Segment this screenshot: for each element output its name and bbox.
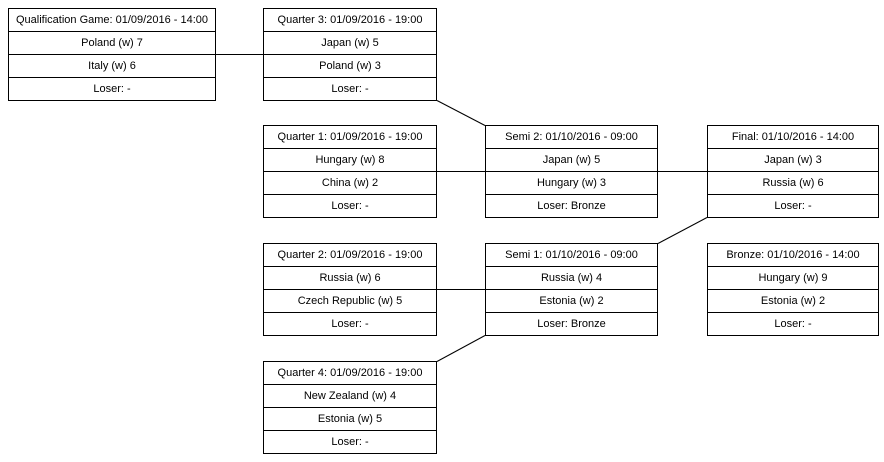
match-quarter-3: Quarter 3: 01/09/2016 - 19:00 Japan (w) … (263, 8, 437, 101)
loser-row: Loser: - (331, 200, 369, 212)
match-title: Qualification Game: 01/09/2016 - 14:00 (9, 9, 215, 32)
match-semi-1: Semi 1: 01/10/2016 - 09:00 Russia (w) 4 … (485, 243, 658, 336)
loser-row: Loser: - (774, 318, 812, 330)
team1-row: Russia (w) 6 (264, 267, 436, 290)
match-quarter-1: Quarter 1: 01/09/2016 - 19:00 Hungary (w… (263, 125, 437, 218)
loser-row: Loser: - (331, 83, 369, 95)
match-title: Semi 2: 01/10/2016 - 09:00 (486, 126, 657, 149)
match-title: Quarter 2: 01/09/2016 - 19:00 (264, 244, 436, 267)
loser-row: Loser: Bronze (537, 318, 606, 330)
loser-row: Loser: - (331, 436, 369, 448)
match-title: Semi 1: 01/10/2016 - 09:00 (486, 244, 657, 267)
match-quarter-4: Quarter 4: 01/09/2016 - 19:00 New Zealan… (263, 361, 437, 454)
match-title: Quarter 4: 01/09/2016 - 19:00 (264, 362, 436, 385)
match-final: Final: 01/10/2016 - 14:00 Japan (w) 3 Ru… (707, 125, 879, 218)
team2-row: Poland (w) 3 (264, 55, 436, 78)
team2-row: China (w) 2 (264, 172, 436, 195)
team1-row: Poland (w) 7 (9, 32, 215, 55)
team2-row: Hungary (w) 3 (486, 172, 657, 195)
team2-row: Czech Republic (w) 5 (264, 290, 436, 313)
match-semi-2: Semi 2: 01/10/2016 - 09:00 Japan (w) 5 H… (485, 125, 658, 218)
match-bronze: Bronze: 01/10/2016 - 14:00 Hungary (w) 9… (707, 243, 879, 336)
team1-row: Hungary (w) 8 (264, 149, 436, 172)
team1-row: Russia (w) 4 (486, 267, 657, 290)
match-qualification-game: Qualification Game: 01/09/2016 - 14:00 P… (8, 8, 216, 101)
team2-row: Italy (w) 6 (9, 55, 215, 78)
match-title: Bronze: 01/10/2016 - 14:00 (708, 244, 878, 267)
team2-row: Estonia (w) 5 (264, 408, 436, 431)
loser-row: Loser: - (93, 83, 131, 95)
connector-final-to-semi1 (657, 217, 708, 244)
loser-row: Loser: - (331, 318, 369, 330)
team1-row: New Zealand (w) 4 (264, 385, 436, 408)
connector-quarter3-to-semi2 (436, 100, 486, 126)
team2-row: Estonia (w) 2 (486, 290, 657, 313)
team1-row: Japan (w) 5 (486, 149, 657, 172)
match-quarter-2: Quarter 2: 01/09/2016 - 19:00 Russia (w)… (263, 243, 437, 336)
match-title: Final: 01/10/2016 - 14:00 (708, 126, 878, 149)
team2-row: Estonia (w) 2 (708, 290, 878, 313)
loser-row: Loser: Bronze (537, 200, 606, 212)
team1-row: Japan (w) 3 (708, 149, 878, 172)
team1-row: Japan (w) 5 (264, 32, 436, 55)
team1-row: Hungary (w) 9 (708, 267, 878, 290)
match-title: Quarter 1: 01/09/2016 - 19:00 (264, 126, 436, 149)
loser-row: Loser: - (774, 200, 812, 212)
team2-row: Russia (w) 6 (708, 172, 878, 195)
match-title: Quarter 3: 01/09/2016 - 19:00 (264, 9, 436, 32)
connector-semi1-to-quarter4 (436, 335, 486, 362)
